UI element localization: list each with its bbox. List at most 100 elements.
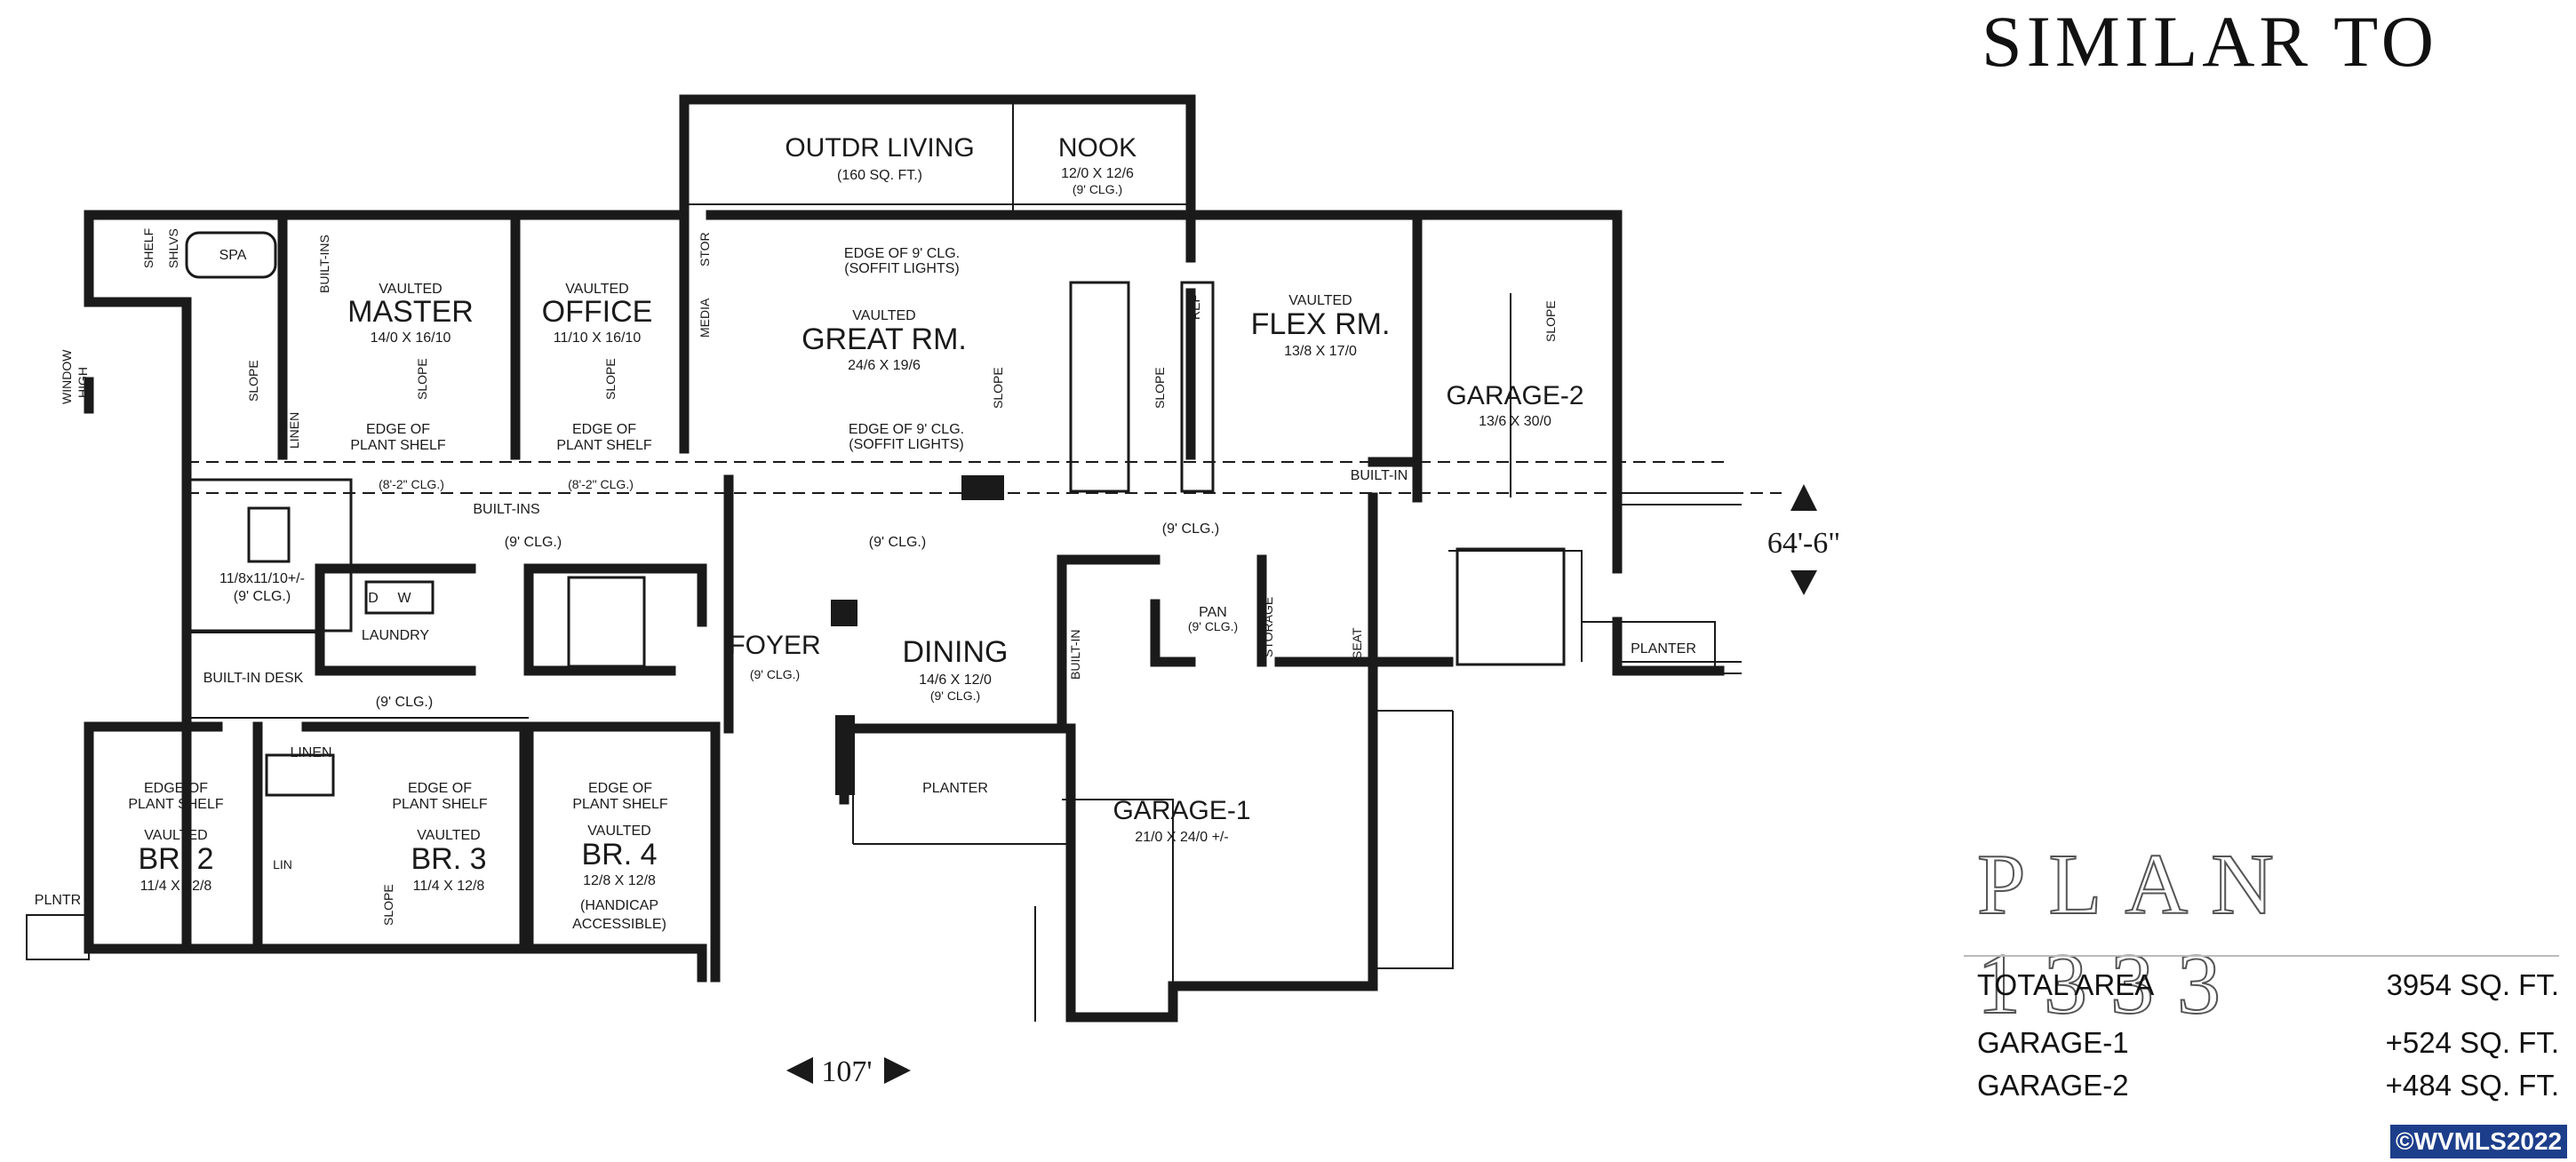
plntr-label: PLNTR [35, 893, 81, 908]
svg-text:FOYER: FOYER [729, 631, 820, 660]
dryer-label: D [368, 591, 379, 606]
svg-text:ACCESSIBLE): ACCESSIBLE) [572, 917, 666, 932]
svg-text:VAULTED: VAULTED [144, 828, 207, 843]
shlvs-label: SHLVS [166, 228, 180, 268]
slope-label: SLOPE [1152, 367, 1167, 409]
stor-label: STOR [698, 232, 712, 267]
ceiling-note: (9' CLG.) [505, 535, 562, 550]
svg-text:11/4 X 12/8: 11/4 X 12/8 [413, 879, 485, 894]
svg-text:VAULTED: VAULTED [379, 282, 442, 297]
svg-text:GREAT RM.: GREAT RM. [802, 322, 967, 356]
similar-to-title: SIMILAR TO [1982, 1, 2438, 82]
svg-text:DINING: DINING [903, 635, 1009, 669]
svg-text:12/8 X 12/8: 12/8 X 12/8 [583, 873, 656, 888]
svg-text:21/0 X 24/0 +/-: 21/0 X 24/0 +/- [1135, 830, 1228, 845]
svg-text:MASTER: MASTER [347, 295, 474, 329]
shelf-label: SHELF [141, 228, 156, 268]
slope-label: SLOPE [246, 360, 260, 402]
ceiling-note: (8'-2" CLG.) [568, 477, 634, 491]
svg-text:BR. 4: BR. 4 [581, 838, 657, 872]
garage2-label: GARAGE-2 13/6 X 30/0 [1446, 381, 1583, 429]
closet-label: 11/8x11/10+/- (9' CLG.) [219, 571, 305, 604]
garage2-area-value: +484 SQ. FT. [2385, 1069, 2559, 1102]
linen-label: LINEN [290, 745, 331, 760]
planter-label: PLANTER [1631, 641, 1696, 657]
svg-text:PLANT SHELF: PLANT SHELF [392, 797, 488, 812]
svg-text:GARAGE-1: GARAGE-1 [1113, 796, 1250, 825]
office-label: VAULTED OFFICE 11/10 X 16/10 [542, 282, 653, 346]
svg-text:14/6 X 12/0: 14/6 X 12/0 [919, 673, 992, 688]
slope-label: SLOPE [1543, 300, 1558, 342]
svg-text:EDGE OF: EDGE OF [408, 781, 472, 796]
outdoor-living-label: OUTDR LIVING (160 SQ. FT.) [785, 133, 974, 183]
floor-plan: OUTDR LIVING (160 SQ. FT.) NOOK 12/0 X 1… [26, 94, 1840, 1088]
slope-label: SLOPE [415, 358, 429, 400]
svg-text:OUTDR LIVING: OUTDR LIVING [785, 133, 974, 163]
plant-shelf-note: EDGE OF PLANT SHELF [350, 422, 446, 453]
spa-label: SPA [219, 248, 247, 263]
svg-text:PLANT SHELF: PLANT SHELF [556, 438, 652, 453]
svg-text:11/10 X 16/10: 11/10 X 16/10 [554, 330, 642, 346]
br3-label: VAULTED BR. 3 11/4 X 12/8 [411, 828, 486, 894]
fireplace [961, 475, 1004, 500]
svg-text:EDGE OF: EDGE OF [366, 422, 430, 437]
svg-text:13/8 X 17/0: 13/8 X 17/0 [1284, 344, 1357, 359]
seat-label: SEAT [1350, 627, 1364, 659]
svg-text:64'-6": 64'-6" [1767, 527, 1840, 560]
window-high-label: HIGH [76, 367, 90, 398]
depth-dimension: 64'-6" [1767, 484, 1840, 595]
great-room-label: VAULTED GREAT RM. 24/6 X 19/6 [802, 308, 967, 373]
total-area-label: TOTAL AREA [1977, 968, 2155, 1001]
copyright-badge: ©WVMLS2022 [2390, 1125, 2568, 1158]
soffit-note: EDGE OF 9' CLG. (SOFFIT LIGHTS) [849, 422, 964, 452]
svg-text:(HANDICAP: (HANDICAP [580, 898, 658, 913]
garage1-area-value: +524 SQ. FT. [2385, 1026, 2559, 1059]
svg-text:12/0 X 12/6: 12/0 X 12/6 [1061, 166, 1134, 181]
nook-label: NOOK 12/0 X 12/6 (9' CLG.) [1058, 133, 1136, 196]
media-label: MEDIA [698, 298, 712, 338]
plant-shelf-note: EDGE OF PLANT SHELF [392, 781, 488, 812]
svg-text:(SOFFIT LIGHTS): (SOFFIT LIGHTS) [844, 261, 959, 276]
svg-text:VAULTED: VAULTED [587, 824, 650, 839]
svg-text:PLANT SHELF: PLANT SHELF [350, 438, 446, 453]
svg-text:FLEX RM.: FLEX RM. [1251, 307, 1391, 341]
ceiling-note: (9' CLG.) [1162, 521, 1219, 537]
svg-text:14/0 X 16/10: 14/0 X 16/10 [371, 330, 451, 346]
slope-label: SLOPE [603, 358, 618, 400]
exterior-walls [84, 94, 1725, 1023]
foyer-label: FOYER (9' CLG.) [729, 631, 820, 681]
svg-text:(9' CLG.): (9' CLG.) [750, 667, 800, 681]
lin-label: LIN [273, 857, 292, 872]
svg-text:107': 107' [821, 1055, 872, 1088]
svg-text:(9' CLG.): (9' CLG.) [930, 688, 980, 703]
svg-text:13/6 X 30/0: 13/6 X 30/0 [1479, 414, 1551, 429]
plant-shelf-note: EDGE OF PLANT SHELF [128, 781, 224, 812]
svg-text:OFFICE: OFFICE [542, 295, 653, 329]
svg-text:(9' CLG.): (9' CLG.) [1073, 182, 1122, 196]
svg-text:GARAGE-2: GARAGE-2 [1446, 381, 1583, 410]
garage1-area-label: GARAGE-1 [1977, 1026, 2129, 1059]
svg-text:PLANT SHELF: PLANT SHELF [128, 797, 224, 812]
column [835, 715, 855, 795]
svg-text:BR. 3: BR. 3 [411, 842, 486, 876]
built-ins-label: BUILT-INS [473, 502, 539, 517]
plan-number: PLAN 1333 [1976, 836, 2297, 1033]
interior-lines [26, 99, 1782, 1022]
planter-label: PLANTER [922, 781, 988, 796]
svg-text:EDGE OF 9' CLG.: EDGE OF 9' CLG. [844, 246, 960, 261]
plant-shelf-note: EDGE OF PLANT SHELF [556, 422, 652, 453]
svg-text:EDGE OF: EDGE OF [588, 781, 652, 796]
svg-text:VAULTED: VAULTED [852, 308, 915, 323]
laundry-label: LAUNDRY [362, 628, 430, 643]
garage1-area-row: GARAGE-1 +524 SQ. FT. [1977, 1026, 2559, 1060]
svg-text:11/4 X 12/8: 11/4 X 12/8 [140, 879, 212, 894]
fixtures [185, 231, 1566, 797]
linen-label: LINEN [287, 412, 301, 449]
garage1-label: GARAGE-1 21/0 X 24/0 +/- [1113, 796, 1250, 845]
svg-text:24/6 X 19/6: 24/6 X 19/6 [848, 358, 921, 373]
svg-text:EDGE OF: EDGE OF [572, 422, 636, 437]
storage-label: STORAGE [1261, 597, 1275, 657]
br2-label: VAULTED BR. 2 11/4 X 12/8 [138, 828, 213, 894]
ceiling-note: (9' CLG.) [869, 535, 926, 550]
ref-label: REF [1188, 295, 1202, 320]
